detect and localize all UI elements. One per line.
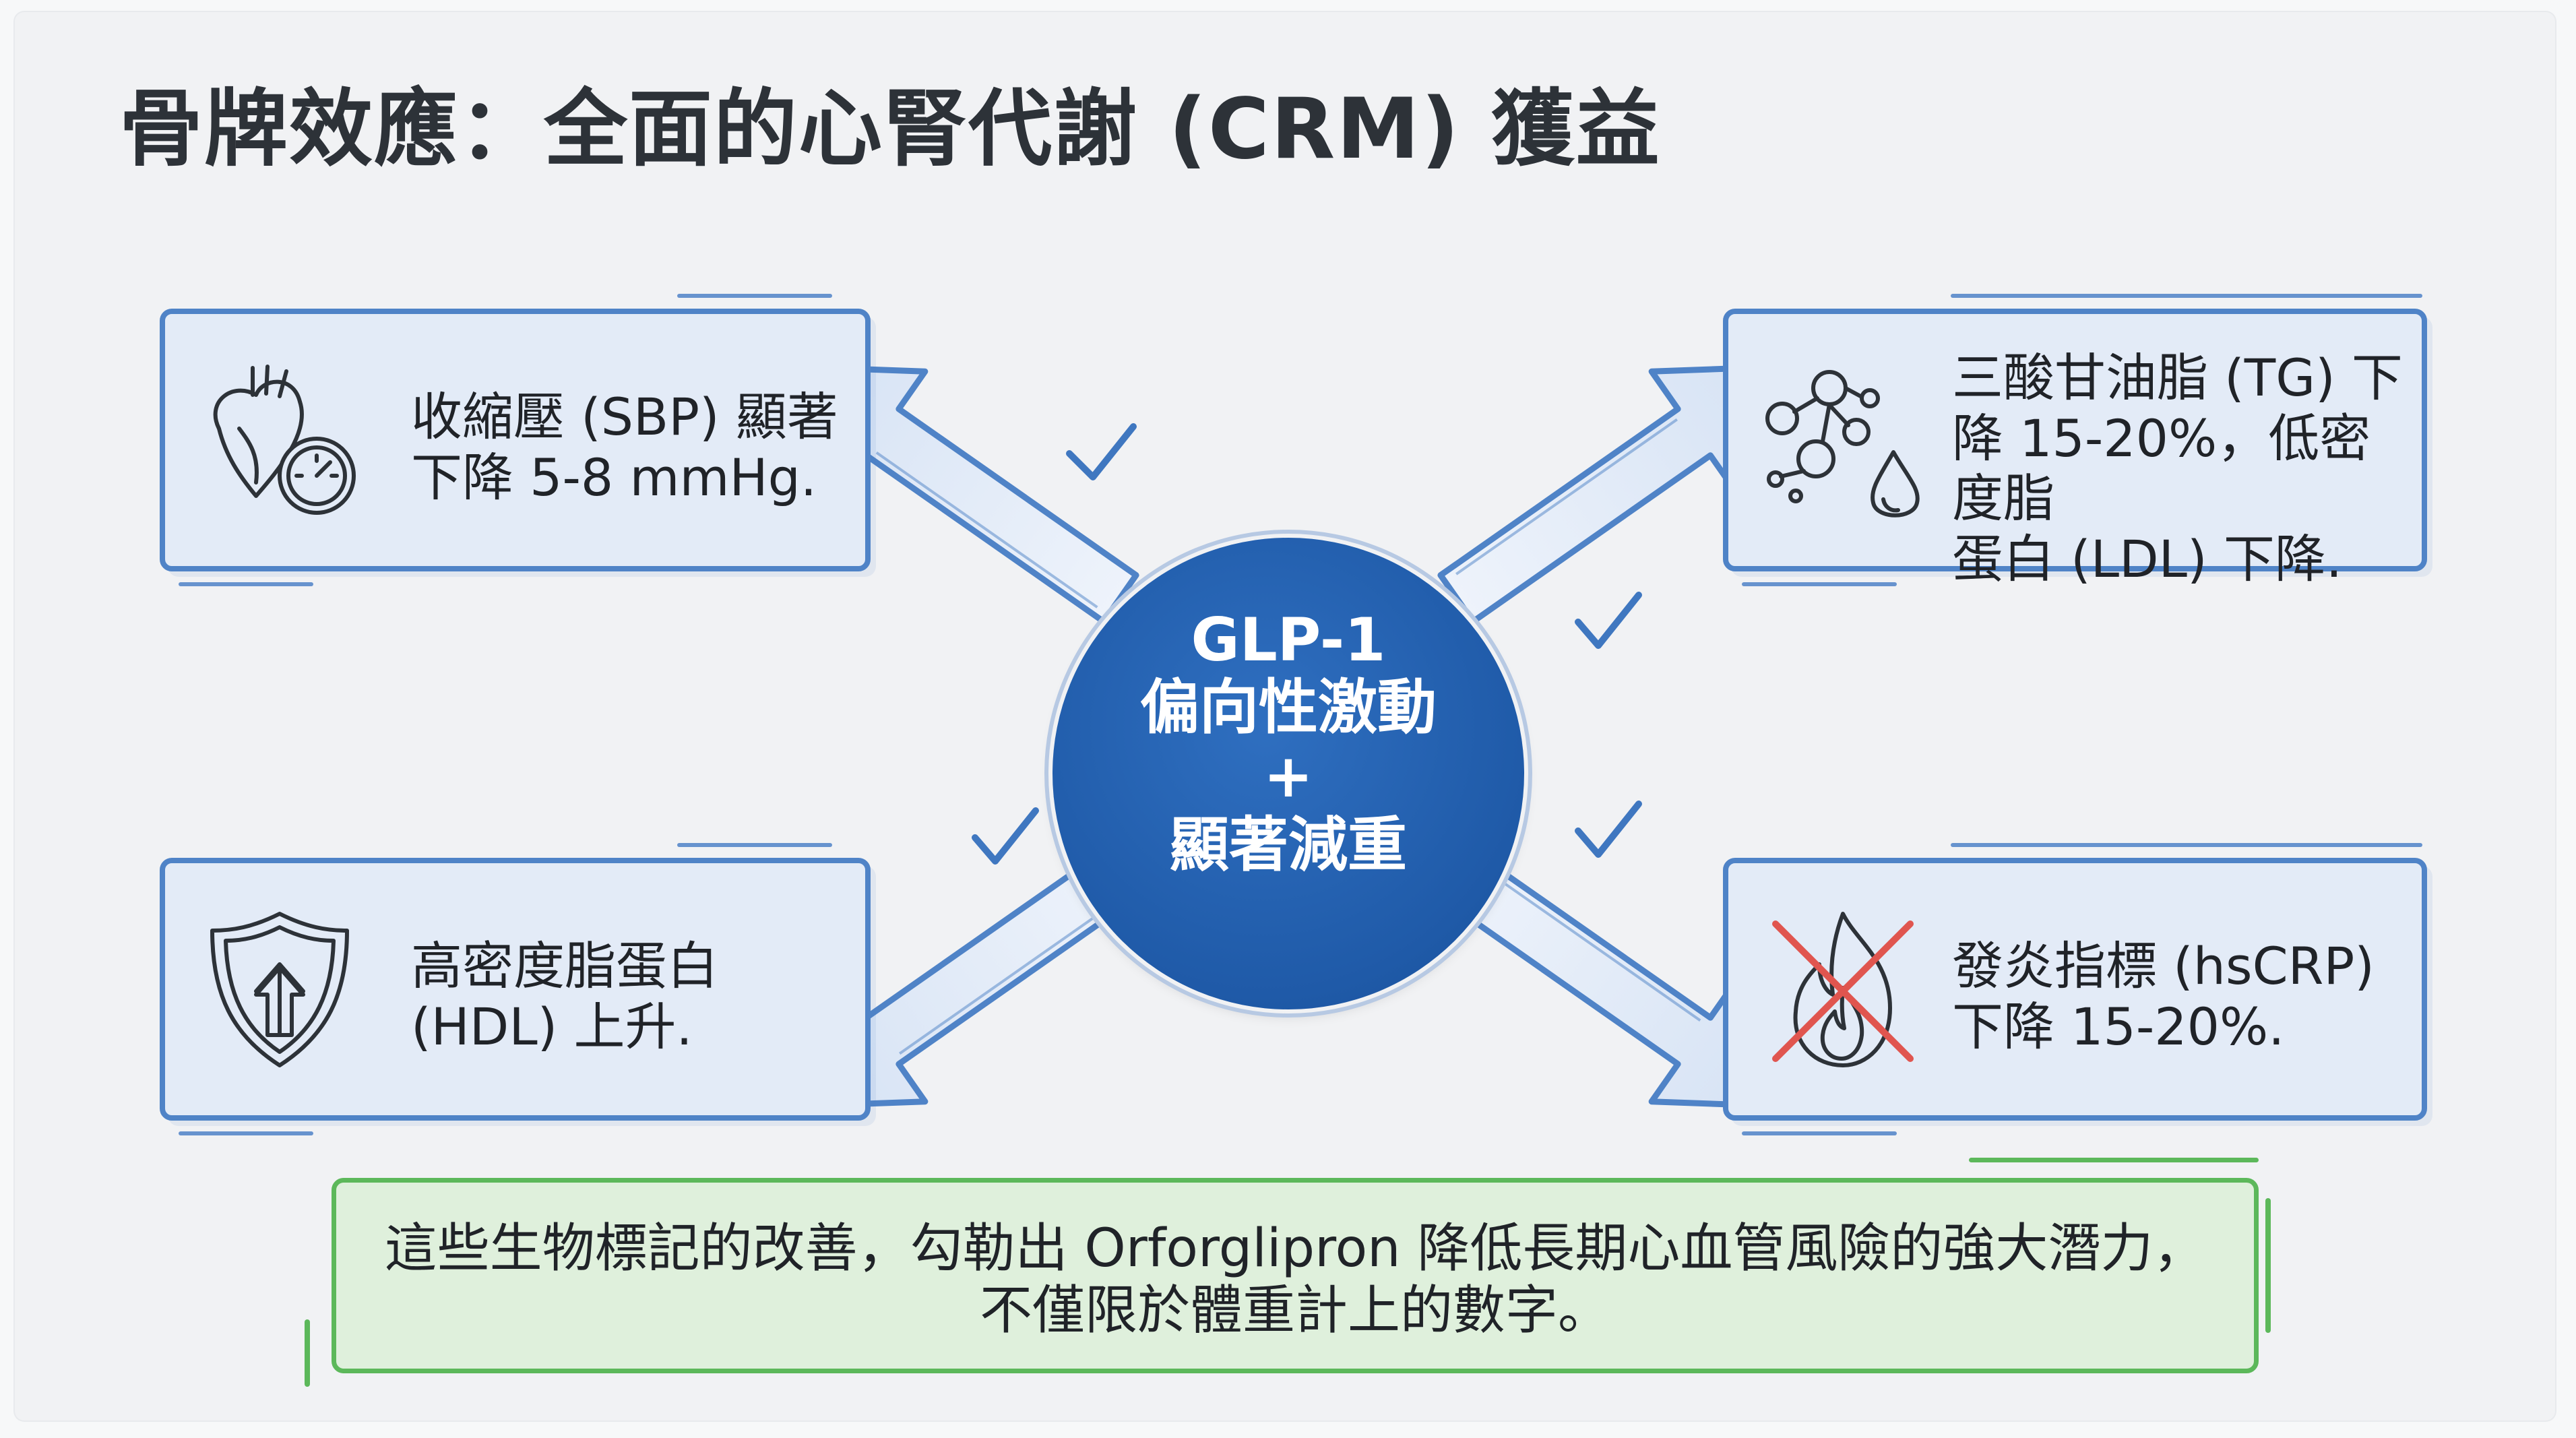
sketch-stroke bbox=[305, 1319, 310, 1387]
sketch-stroke bbox=[677, 843, 832, 847]
card-hdl: 高密度脂蛋白 (HDL) 上升. bbox=[160, 843, 871, 1135]
card-text: 發炎指標 (hsCRP) 下降 15-20%. bbox=[1952, 936, 2375, 1057]
page-title: 骨牌效應：全面的心腎代謝 (CRM) 獲益 bbox=[119, 81, 1661, 178]
sketch-stroke bbox=[1951, 843, 2422, 847]
heart-gauge-icon bbox=[213, 365, 356, 515]
center-line-2: 偏向性激動 bbox=[1139, 673, 1437, 742]
sketch-stroke bbox=[1742, 582, 1897, 586]
check-icon bbox=[1575, 801, 1642, 858]
sketch-stroke bbox=[1951, 294, 2422, 298]
card-text: 高密度脂蛋白 (HDL) 上升. bbox=[411, 936, 718, 1057]
center-line-1: GLP-1 bbox=[1191, 605, 1386, 675]
card-text: 三酸甘油脂 (TG) 下 降 15-20%，低密度脂 蛋白 (LDL) 下降. bbox=[1952, 348, 2403, 590]
check-icon bbox=[972, 807, 1039, 865]
sketch-stroke bbox=[179, 582, 313, 586]
sketch-stroke bbox=[179, 1131, 313, 1135]
sketch-stroke bbox=[1969, 1158, 2259, 1162]
card-inflammation: 發炎指標 (hsCRP) 下降 15-20%. bbox=[1723, 843, 2427, 1135]
card-lipids: 三酸甘油脂 (TG) 下 降 15-20%，低密度脂 蛋白 (LDL) 下降. bbox=[1723, 294, 2427, 589]
center-line-4: 顯著減重 bbox=[1169, 810, 1407, 879]
shield-up-arrow-icon bbox=[210, 912, 349, 1067]
center-circle: GLP-1 偏向性激動 + 顯著減重 bbox=[1053, 538, 1524, 1009]
center-line-3: + bbox=[1263, 741, 1313, 811]
crossed-flame-icon bbox=[1772, 912, 1914, 1067]
sketch-stroke bbox=[677, 294, 832, 298]
card-text: 收縮壓 (SBP) 顯著 下降 5-8 mmHg. bbox=[411, 387, 838, 507]
check-icon bbox=[1066, 423, 1137, 480]
sketch-stroke bbox=[1742, 1131, 1897, 1135]
summary-text: 這些生物標記的改善，勾勒出 Orforglipron 降低長期心血管風險的強大潛… bbox=[384, 1218, 2206, 1342]
molecule-droplet-icon bbox=[1765, 370, 1920, 518]
check-icon bbox=[1575, 592, 1642, 649]
summary-box: 這些生物標記的改善，勾勒出 Orforglipron 降低長期心血管風險的強大潛… bbox=[332, 1178, 2259, 1373]
sketch-stroke bbox=[2265, 1198, 2271, 1333]
slide: 骨牌效應：全面的心腎代謝 (CRM) 獲益 bbox=[15, 12, 2555, 1420]
card-blood-pressure: 收縮壓 (SBP) 顯著 下降 5-8 mmHg. bbox=[160, 294, 871, 586]
